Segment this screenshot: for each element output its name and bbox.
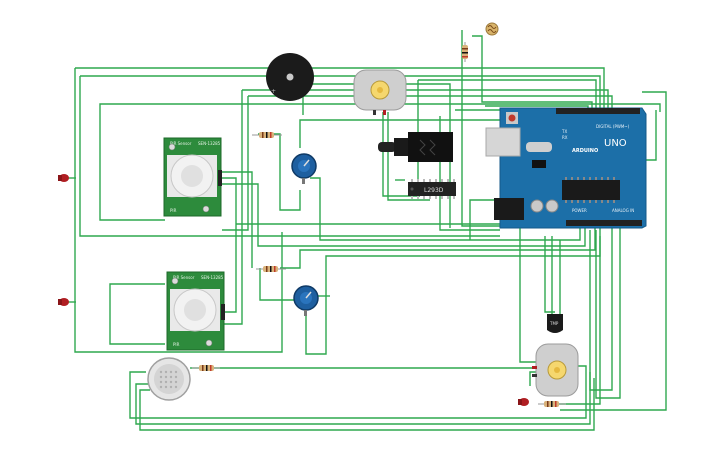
wire bbox=[310, 177, 581, 241]
wires bbox=[68, 30, 667, 431]
temp-sensor-label: TMP bbox=[549, 321, 559, 326]
wire bbox=[418, 79, 597, 112]
wire bbox=[303, 83, 451, 228]
wire bbox=[222, 171, 253, 268]
wire bbox=[80, 75, 601, 110]
wire bbox=[222, 90, 243, 325]
wire bbox=[109, 283, 165, 345]
pir-sensor-2-title: PIR Sensor bbox=[173, 275, 195, 280]
piezo-buzzer[interactable]: + bbox=[266, 53, 314, 101]
arduino-uno-board[interactable]: DIGITAL (PWM~) TX RX ARDUINO UNO POWER A… bbox=[485, 107, 647, 229]
wire bbox=[222, 96, 249, 231]
arduino-brand: ARDUINO bbox=[572, 148, 598, 154]
wire bbox=[560, 91, 667, 411]
dc-motor-1[interactable] bbox=[353, 69, 407, 115]
wire bbox=[74, 68, 283, 353]
arduino-tx-label: TX bbox=[561, 129, 567, 134]
pir-sensor-2[interactable]: PIR Sensor SEN-13285 PIR bbox=[166, 271, 225, 351]
resistor-2[interactable] bbox=[256, 266, 286, 272]
resistor-4[interactable] bbox=[538, 401, 566, 407]
wire bbox=[556, 236, 601, 405]
photoresistor[interactable] bbox=[485, 22, 499, 36]
red-led-2[interactable] bbox=[58, 298, 69, 306]
arduino-model: UNO bbox=[604, 138, 627, 149]
wire bbox=[79, 76, 500, 237]
arduino-digital-label: DIGITAL (PWM~) bbox=[596, 124, 630, 129]
wire bbox=[305, 222, 601, 355]
temperature-sensor[interactable]: TMP bbox=[547, 314, 563, 333]
wire bbox=[544, 236, 555, 313]
arduino-power-label: POWER bbox=[572, 208, 587, 213]
wire bbox=[259, 268, 296, 301]
ic-label: L293D bbox=[424, 187, 444, 194]
l293d-motor-driver[interactable]: L293D bbox=[408, 179, 456, 199]
power-plug[interactable] bbox=[378, 132, 453, 162]
pir-sensor-2-model: SEN-13285 bbox=[201, 275, 224, 280]
wire bbox=[519, 226, 540, 363]
wire bbox=[222, 183, 586, 247]
wire bbox=[472, 35, 593, 112]
red-led-3[interactable] bbox=[518, 398, 529, 406]
wire bbox=[135, 372, 591, 425]
pir-sensor-2-label: PIR bbox=[173, 342, 180, 347]
wire bbox=[280, 222, 596, 269]
wire bbox=[222, 177, 237, 313]
wire bbox=[99, 103, 661, 221]
arduino-rx-label: RX bbox=[562, 135, 568, 140]
red-led-1[interactable] bbox=[58, 174, 69, 182]
wire bbox=[595, 116, 621, 399]
wire bbox=[382, 112, 420, 197]
wire bbox=[129, 365, 587, 419]
pir-sensor-1-title: PIR Sensor bbox=[170, 141, 192, 146]
wire bbox=[469, 199, 495, 240]
arduino-analog-label: ANALOG IN bbox=[612, 208, 634, 213]
gas-sensor[interactable] bbox=[147, 357, 191, 401]
wire bbox=[589, 116, 613, 391]
potentiometer-2[interactable] bbox=[293, 285, 319, 316]
pir-sensor-1[interactable]: PIR Sensor SEN-13285 PIR bbox=[163, 137, 222, 217]
resistor-3[interactable] bbox=[192, 365, 220, 371]
svg-text:+: + bbox=[271, 88, 276, 95]
resistor-5[interactable] bbox=[462, 42, 468, 62]
pir-sensor-1-model: SEN-13285 bbox=[198, 141, 221, 146]
pir-sensor-1-label: PIR bbox=[170, 208, 177, 213]
wire bbox=[139, 378, 595, 431]
wire bbox=[387, 112, 430, 201]
potentiometer-1[interactable] bbox=[291, 153, 317, 184]
resistor-1[interactable] bbox=[252, 132, 282, 138]
dc-motor-2[interactable] bbox=[532, 343, 579, 397]
